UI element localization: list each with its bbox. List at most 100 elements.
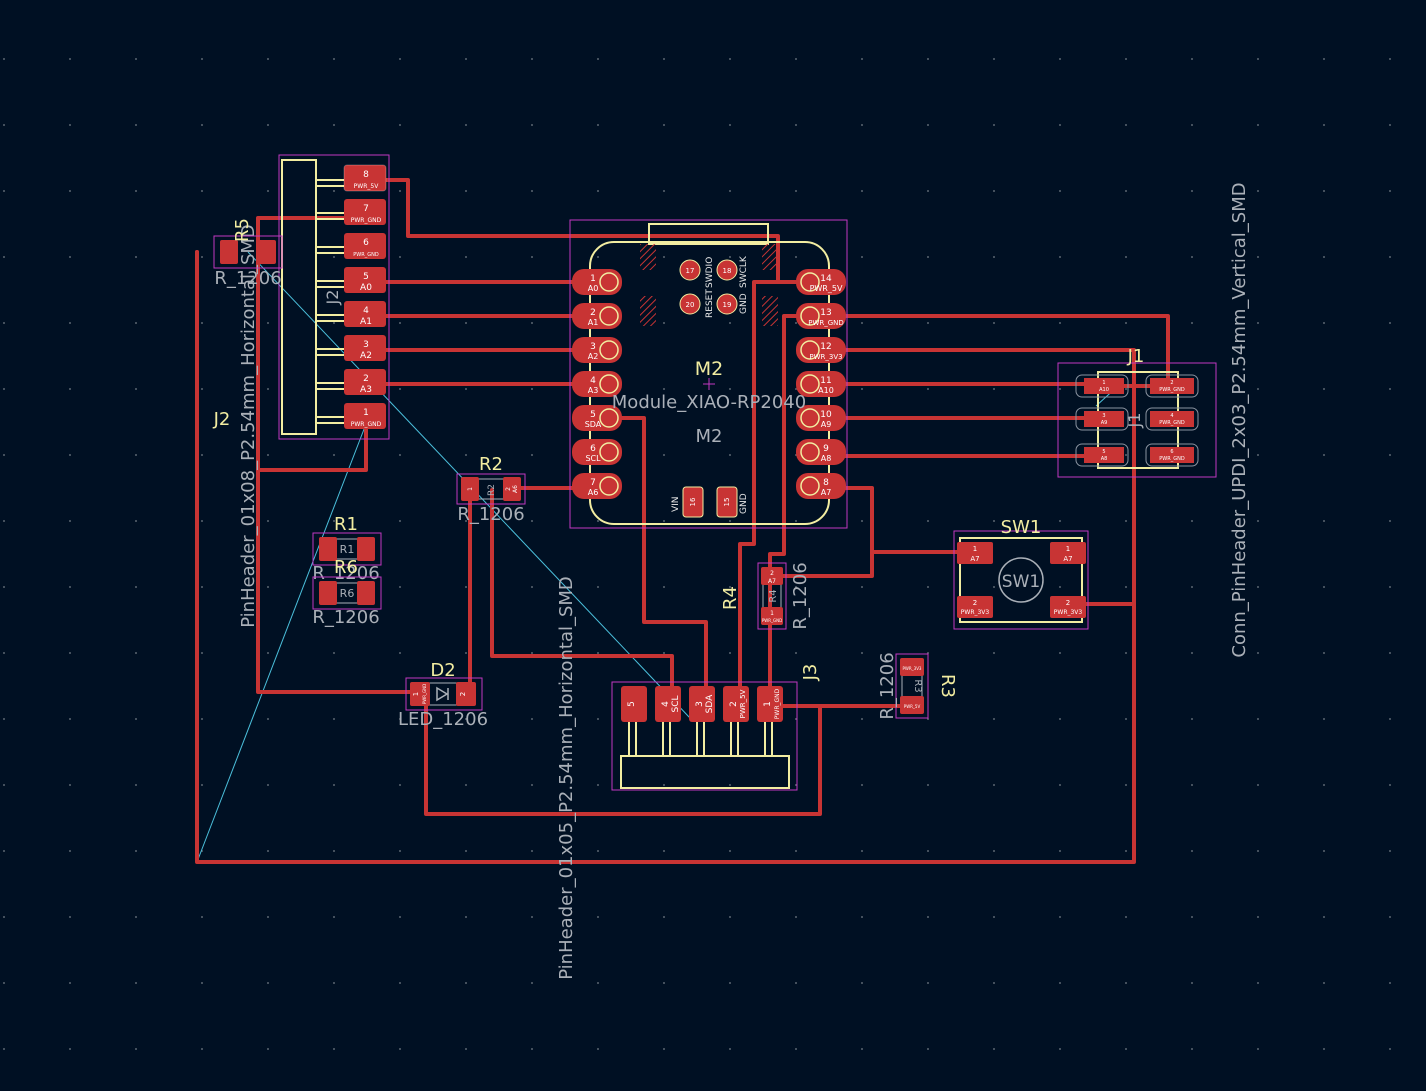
r2-courtyard	[456, 473, 526, 505]
pad-number: 4	[363, 306, 369, 316]
pad-number: 1	[1102, 380, 1105, 386]
pad-number: 3	[695, 701, 705, 707]
pad-net: A8	[1101, 456, 1108, 462]
m2-pad: 1A0	[572, 269, 622, 295]
pad-net: A7	[1063, 555, 1072, 563]
pad-number: 1	[590, 274, 596, 284]
m2-swd-pads[interactable]: 17 18 20 19 RESET SWDIO SWCLK GND	[679, 255, 749, 318]
pad-number: 15	[723, 498, 731, 507]
pad-net: PWR_5V	[739, 689, 747, 718]
pad-number: 5	[627, 701, 637, 707]
r5-value: R_1206	[214, 268, 281, 289]
footprint-r3[interactable]: PWR_3V3 PWR_5V R3 R3 R_1206	[877, 652, 958, 719]
j3-pad: 5	[621, 686, 647, 722]
j1-pad: 3A9	[1075, 407, 1129, 431]
j1-pad: 5A8	[1075, 443, 1129, 467]
pad-net: A9	[821, 420, 832, 429]
r2-fab-reference: R2	[487, 484, 497, 496]
m2-fab-reference: M2	[696, 426, 723, 447]
j2-pad: 3A2	[344, 335, 386, 361]
pad-number: 4	[661, 701, 671, 707]
r6-fab-reference: R6	[340, 587, 355, 600]
diode-symbol-icon	[436, 686, 449, 702]
r3-courtyard	[895, 653, 929, 719]
pad-number: 1	[770, 610, 774, 617]
m2-power-pads[interactable]: 16 15 VIN GND	[671, 486, 749, 518]
track-a7	[830, 486, 978, 554]
footprint-r6[interactable]: R6 R6 R_1206	[312, 557, 382, 628]
m2-keepout	[762, 296, 778, 326]
pad-number: 6	[363, 238, 369, 248]
sw1-reference: SW1	[1001, 517, 1042, 538]
pad-net: A2	[360, 351, 372, 361]
pad-number: 3	[1102, 413, 1105, 419]
r1-pad	[357, 537, 375, 561]
pad-number: 8	[823, 478, 829, 488]
pad-number: 10	[820, 410, 832, 420]
footprint-r1[interactable]: R1 R1 R_1206	[312, 514, 382, 584]
pad-net: PWR_5V	[810, 284, 843, 293]
pad-number: 14	[820, 274, 832, 284]
j1-fab-reference: J1	[1125, 413, 1144, 429]
m2-pad: 8A7	[796, 473, 846, 499]
pad-net: PWR_3V3	[1054, 609, 1083, 616]
j2-fab-reference: J2	[323, 290, 342, 306]
j2-reference: J2	[213, 409, 231, 430]
m2-keepout	[762, 244, 778, 270]
j3-pin-lines	[628, 722, 773, 756]
r1-reference: R1	[334, 514, 358, 535]
m2-keepout	[640, 244, 656, 270]
j2-pad: 2A3	[344, 369, 386, 395]
r4-value: R_1206	[790, 562, 811, 629]
pad-net: A6	[512, 485, 519, 493]
r3-fab-reference: R3	[912, 679, 923, 692]
footprint-r5[interactable]: R5 R_1206	[213, 218, 283, 289]
pad-number: 4	[590, 376, 596, 386]
m2-pad: 3A2	[572, 337, 622, 363]
pad-net: PWR_5V	[354, 183, 380, 190]
r2-value: R_1206	[457, 504, 524, 525]
r2-reference: R2	[479, 454, 503, 475]
pad-number: 2	[590, 308, 596, 318]
pad-net: PWR_GND	[1159, 456, 1185, 462]
j3-reference: J3	[800, 664, 821, 682]
sw1-actuator	[998, 557, 1044, 603]
m2-round-pad	[679, 259, 701, 281]
d2-reference: D2	[430, 660, 455, 681]
r5-pad	[220, 240, 238, 264]
m2-pad-label: SWDIO	[705, 257, 715, 288]
pad-net: A3	[588, 386, 599, 395]
pad-net: A2	[588, 352, 599, 361]
pad-number: 1	[763, 701, 773, 707]
j3-value: PinHeader_01x05_P2.54mm_Horizontal_SMD	[556, 576, 577, 980]
pad-net: PWR_GND	[351, 421, 382, 428]
pad-net: A3	[360, 385, 372, 395]
r4-courtyard	[757, 562, 787, 630]
r6-value: R_1206	[312, 607, 379, 628]
m2-round-pad	[679, 293, 701, 315]
